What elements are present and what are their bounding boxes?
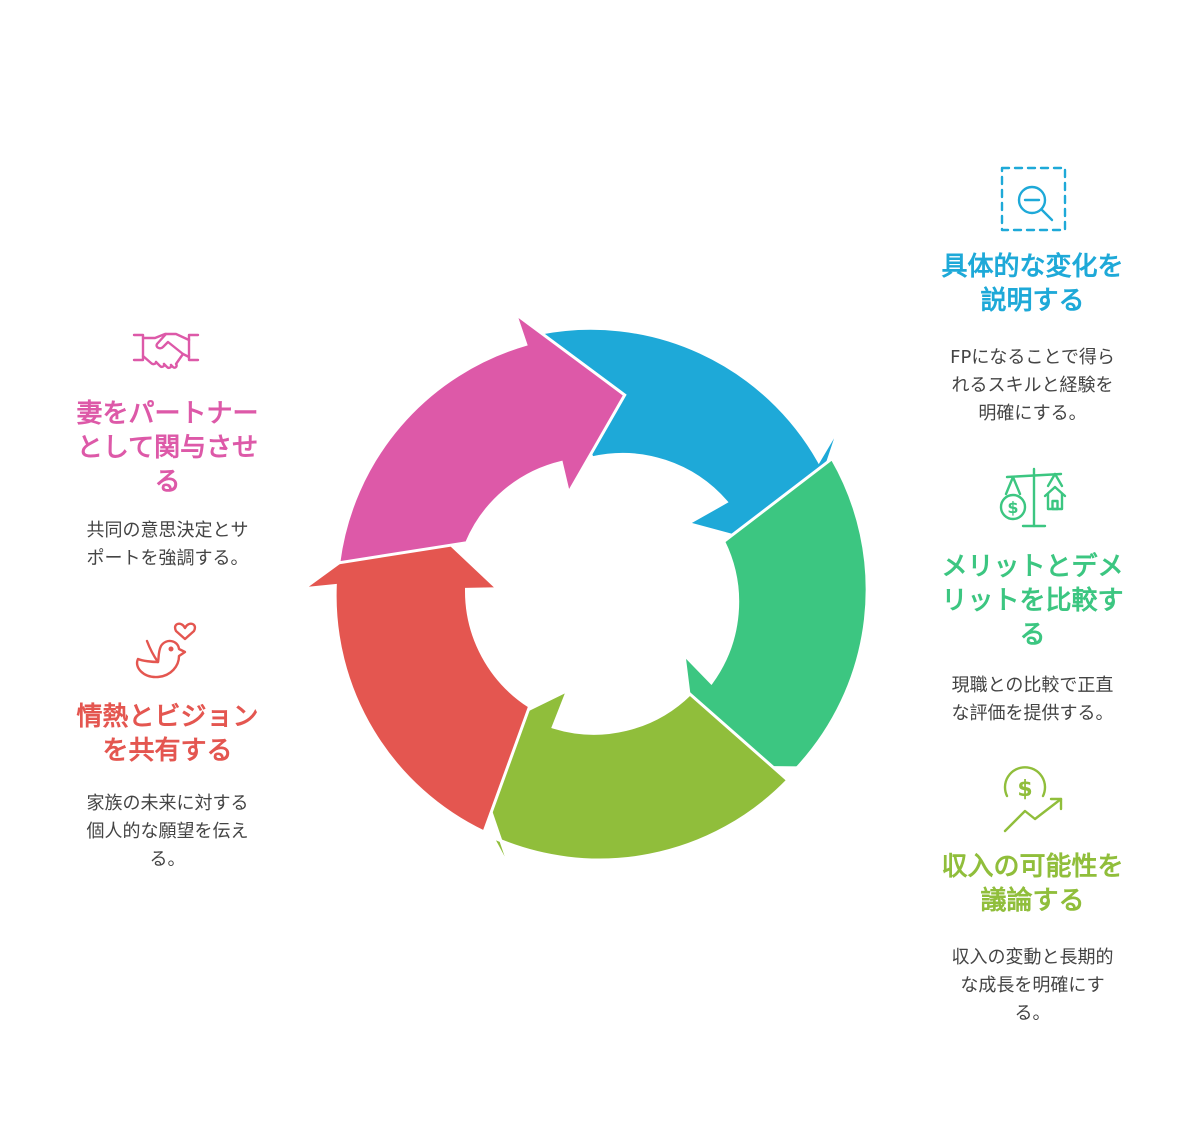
step-merits-desc: 現職との比較で正直 な評価を提供する。 — [920, 672, 1145, 728]
bird-heart-icon — [135, 622, 197, 679]
step-income-title: 収入の可能性を 議論する — [920, 850, 1145, 918]
step-vision-desc: 家族の未来に対する 個人的な願望を伝え る。 — [55, 790, 280, 874]
magnifier-icon — [1000, 166, 1067, 232]
step-vision-desc-line: 個人的な願望を伝え — [86, 821, 249, 842]
svg-text:$: $ — [1007, 498, 1018, 517]
step-merits: メリットとデメ リットを比較す る 現職との比較で正直 な評価を提供する。 — [920, 550, 1145, 728]
step-income-desc: 収入の変動と長期的 な成長を明確にす る。 — [920, 944, 1145, 1028]
step-income-desc-line: 収入の変動と長期的 — [951, 947, 1114, 968]
step-change-title-line: 具体的な変化を — [941, 252, 1124, 282]
step-change-title-line: 説明する — [980, 286, 1085, 316]
step-merits-title: メリットとデメ リットを比較す る — [920, 550, 1145, 652]
cycle-arrow-income — [464, 687, 790, 875]
step-merits-desc-line: 現職との比較で正直 — [951, 675, 1114, 696]
step-change-desc-line: FPになることで得ら — [950, 347, 1115, 368]
step-change-desc-line: 明確にする。 — [978, 403, 1087, 424]
step-vision-desc-line: 家族の未来に対する — [86, 793, 249, 814]
step-vision: 情熱とビジョン を共有する 家族の未来に対する 個人的な願望を伝え る。 — [55, 700, 280, 874]
step-partner-desc: 共同の意思決定とサ ポートを強調する。 — [55, 517, 280, 573]
step-income: 収入の可能性を 議論する 収入の変動と長期的 な成長を明確にす る。 — [920, 850, 1145, 1028]
cycle-arrow-partner — [337, 309, 627, 565]
step-change-title: 具体的な変化を 説明する — [920, 250, 1145, 318]
step-vision-title-line: を共有する — [102, 736, 233, 766]
svg-text:$: $ — [1017, 777, 1032, 802]
dollar-growth-icon: $ — [1003, 766, 1063, 833]
step-change-desc-line: れるスキルと経験を — [951, 375, 1114, 396]
step-merits-title-line: リットを比較す — [941, 586, 1124, 616]
step-change-desc: FPになることで得ら れるスキルと経験を 明確にする。 — [920, 344, 1145, 428]
step-income-desc-line: る。 — [1014, 1003, 1051, 1024]
step-partner: 妻をパートナー として関与させ る 共同の意思決定とサ ポートを強調する。 — [55, 397, 280, 573]
step-vision-title-line: 情熱とビジョン — [76, 702, 259, 732]
step-partner-title-line: る — [154, 467, 181, 497]
step-income-desc-line: な成長を明確にす — [960, 975, 1105, 996]
step-merits-title-line: メリットとデメ — [941, 552, 1124, 582]
step-partner-title-line: として関与させ — [76, 433, 259, 463]
step-vision-desc-line: る。 — [149, 849, 186, 870]
step-income-title-line: 議論する — [980, 886, 1085, 916]
step-partner-desc-line: ポートを強調する。 — [86, 548, 249, 569]
step-partner-title: 妻をパートナー として関与させ る — [55, 397, 280, 499]
step-partner-desc-line: 共同の意思決定とサ — [86, 520, 249, 541]
cycle-arrow-change — [538, 326, 842, 555]
step-income-title-line: 収入の可能性を — [941, 852, 1124, 882]
balance-scale-icon: $ — [999, 467, 1067, 528]
step-merits-desc-line: な評価を提供する。 — [951, 703, 1114, 724]
cycle-arrow-merits — [681, 456, 869, 771]
cycle-arrow-vision — [298, 507, 532, 835]
step-partner-title-line: 妻をパートナー — [76, 399, 259, 429]
step-vision-title: 情熱とビジョン を共有する — [55, 700, 280, 768]
step-change: 具体的な変化を 説明する FPになることで得ら れるスキルと経験を 明確にする。 — [920, 250, 1145, 428]
handshake-icon — [132, 332, 200, 370]
step-merits-title-line: る — [1019, 620, 1046, 650]
